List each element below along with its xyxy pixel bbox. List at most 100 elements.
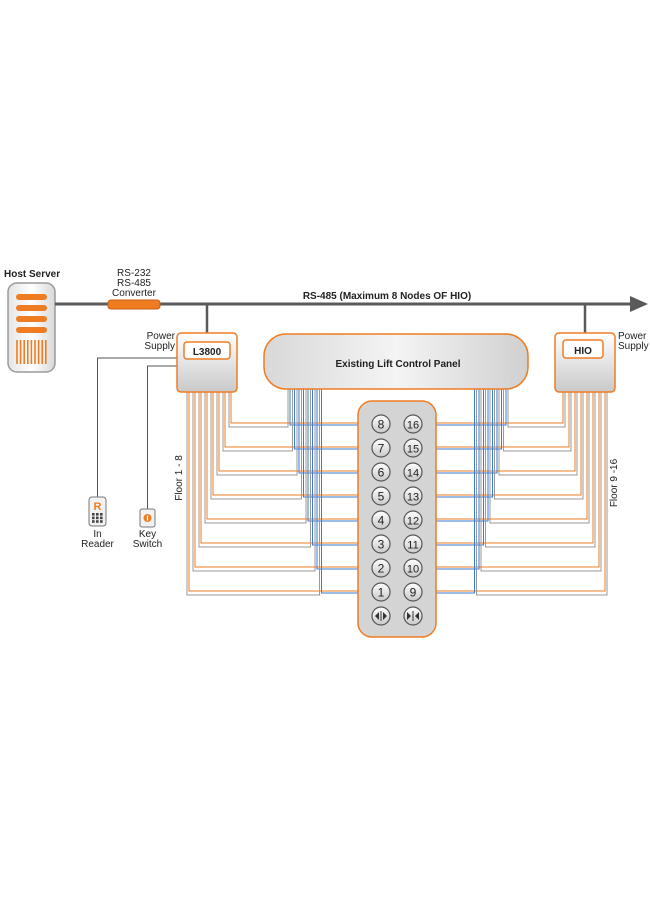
wire-loop-right <box>485 389 596 548</box>
reader-wire <box>97 357 177 497</box>
wire-right-blue <box>422 389 493 498</box>
wire-right-orange <box>422 392 588 520</box>
wire-left-orange <box>224 392 372 448</box>
bus-label: RS-485 (Maximum 8 Nodes OF HIO) <box>303 291 471 302</box>
floor-button-label: 12 <box>407 516 419 528</box>
wire-right-blue <box>422 389 502 450</box>
floor-button-1: 1 <box>371 582 391 602</box>
floor-button-16: 16 <box>403 414 423 434</box>
hio-module: Power Supply HIO <box>554 331 649 393</box>
wire-right-blue <box>422 389 484 546</box>
wire-right-orange <box>422 392 606 592</box>
wire-left-orange <box>200 392 372 544</box>
host-server-label: Host Server <box>4 269 60 280</box>
wire-loop-right <box>498 389 578 476</box>
wire-loop-right <box>480 389 602 572</box>
wire-right-orange <box>422 392 564 424</box>
floor-button-9: 9 <box>403 582 423 602</box>
floor-button-3: 3 <box>371 534 391 554</box>
wire-left-blue <box>312 389 372 546</box>
l3800-label: L3800 <box>193 347 222 358</box>
wire-loop-right <box>476 389 608 596</box>
hio-power-label-2: Supply <box>618 341 649 352</box>
floor-button-label: 1 <box>378 586 385 600</box>
wire-left-blue <box>303 389 372 498</box>
wire-left-blue <box>289 389 372 426</box>
floor-button-label: 3 <box>378 538 385 552</box>
wire-left-blue <box>316 389 372 570</box>
floor-button-14: 14 <box>403 462 423 482</box>
wire-right-orange <box>422 392 600 568</box>
key-switch-label-2: Switch <box>133 539 162 550</box>
bus-arrow-icon <box>630 296 648 312</box>
wire-loop-right <box>507 389 566 428</box>
lift-panel-label: Existing Lift Control Panel <box>335 359 460 370</box>
wire-right-blue <box>422 389 480 570</box>
floor-button-label: 13 <box>407 492 419 504</box>
floor-button-label: 8 <box>378 418 385 432</box>
floor-button-7: 7 <box>371 438 391 458</box>
door-close-icon <box>407 612 411 620</box>
wire-right-blue <box>422 389 507 426</box>
floor-button-15: 15 <box>403 438 423 458</box>
wire-loop-left <box>210 389 302 500</box>
floor-button-10: 10 <box>403 558 423 578</box>
floor-button-5: 5 <box>371 486 391 506</box>
floor-button-6: 6 <box>371 462 391 482</box>
wire-loop-left <box>228 389 289 428</box>
wire-right-blue <box>422 389 498 474</box>
wire-left-orange <box>218 392 372 472</box>
wire-left-blue <box>294 389 372 450</box>
wire-left-orange <box>188 392 372 592</box>
floor-button-label: 6 <box>378 466 385 480</box>
floor-buttons-left: 8 7 6 5 4 3 2 1 <box>371 414 391 602</box>
converter-label-1: RS-232 <box>117 268 151 279</box>
wire-right-blue <box>422 389 489 522</box>
floor-button-4: 4 <box>371 510 391 530</box>
l3800-power-label-2: Supply <box>144 341 175 352</box>
wire-loop-left <box>216 389 298 476</box>
converter-label-2: RS-485 <box>117 278 151 289</box>
door-open-icon <box>375 612 379 620</box>
floor-button-label: 11 <box>407 540 418 552</box>
floor-button-2: 2 <box>371 558 391 578</box>
floor-button-label: 15 <box>407 444 419 456</box>
wire-loop-right <box>489 389 590 524</box>
wire-loop-right <box>494 389 584 500</box>
floor-right-label: Floor 9 -16 <box>609 458 620 507</box>
l3800-controller: Power Supply L3800 <box>144 331 238 393</box>
floor-left-label: Floor 1 - 8 <box>174 455 185 501</box>
floor-button-13: 13 <box>403 486 423 506</box>
wire-loop-left <box>198 389 311 548</box>
existing-lift-control-panel: Existing Lift Control Panel <box>263 333 529 390</box>
floor-button-8: 8 <box>371 414 391 434</box>
wire-left-blue <box>307 389 372 522</box>
floor-button-label: 2 <box>378 562 385 576</box>
wire-loop-left <box>186 389 320 596</box>
key-switch-wire <box>147 365 177 509</box>
wire-right-blue <box>422 389 475 594</box>
hio-power-label-1: Power <box>618 331 647 342</box>
floor-button-12: 12 <box>403 510 423 530</box>
lift-button-panel: 8 7 6 5 4 3 2 1 16 15 14 13 12 11 10 9 <box>357 400 437 638</box>
reader-glyph-icon: R <box>94 501 102 513</box>
key-switch-label-1: Key <box>139 529 156 540</box>
floor-button-label: 14 <box>407 468 419 480</box>
floor-button-label: 16 <box>407 420 419 432</box>
door-open-button <box>371 606 391 626</box>
wire-right-orange <box>422 392 570 448</box>
wire-left-blue <box>298 389 372 474</box>
rs-converter: RS-232 RS-485 Converter <box>112 268 157 299</box>
wire-loop-right <box>503 389 572 452</box>
host-server: Host Server <box>4 269 60 373</box>
wire-loop-left <box>222 389 293 452</box>
wire-left-blue <box>321 389 372 594</box>
floor-button-label: 5 <box>378 490 385 504</box>
floor-button-label: 10 <box>407 564 419 576</box>
floor-button-label: 7 <box>378 442 385 456</box>
rs485-bus: RS-485 (Maximum 8 Nodes OF HIO) <box>55 291 648 333</box>
reader-label-2: Reader <box>81 539 114 550</box>
wire-loop-left <box>204 389 307 524</box>
key-switch: Key Switch <box>133 508 162 550</box>
